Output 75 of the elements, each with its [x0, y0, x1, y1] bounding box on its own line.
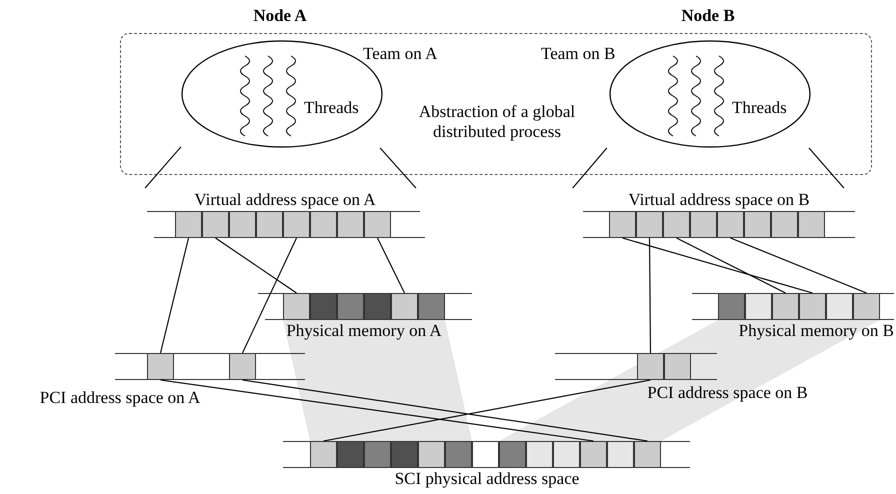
memory-page [391, 441, 418, 468]
mapping-line [622, 237, 813, 294]
memory-page [634, 441, 661, 468]
memory-page [310, 211, 337, 238]
memory-page [853, 293, 880, 320]
memory-page [283, 293, 310, 320]
address-space-label: Virtual address space on B [627, 190, 811, 210]
memory-page [826, 293, 853, 320]
memory-page [229, 353, 256, 380]
memory-page [637, 353, 664, 380]
address-space-label: Physical memory on B [738, 321, 894, 341]
mapping-line [676, 238, 786, 294]
memory-page [663, 211, 690, 238]
memory-page [744, 211, 771, 238]
mapping-line [242, 379, 648, 442]
address-space-label: Virtual address space on A [193, 190, 377, 210]
memory-page [229, 211, 256, 238]
memory-page [717, 211, 744, 238]
address-space-label: Physical memory on A [285, 321, 443, 341]
memory-page [772, 293, 799, 320]
mapping-line [323, 379, 651, 442]
memory-page [771, 211, 798, 238]
memory-page [553, 441, 580, 468]
memory-page [718, 293, 745, 320]
memory-page [472, 441, 499, 468]
memory-page [337, 441, 364, 468]
mapping-line [160, 379, 594, 442]
memory-page [337, 293, 364, 320]
projection-line [144, 146, 182, 188]
memory-page [607, 441, 634, 468]
memory-page [609, 211, 636, 238]
process-boundary [120, 33, 872, 175]
memory-page [391, 293, 418, 320]
memory-page [175, 211, 202, 238]
memory-page [798, 211, 825, 238]
memory-page [147, 353, 174, 380]
memory-page [799, 293, 826, 320]
memory-page [364, 293, 391, 320]
mapping-line [242, 238, 297, 354]
memory-page [580, 441, 607, 468]
projection-line [572, 148, 608, 188]
mapping-line [730, 238, 867, 294]
node-heading: Node B [680, 6, 736, 26]
process-caption: Abstraction of a global distributed process [418, 102, 576, 142]
mapping-line [160, 238, 190, 354]
memory-page [690, 211, 717, 238]
node-heading: Node A [252, 6, 308, 26]
memory-page [310, 441, 337, 468]
memory-page [337, 211, 364, 238]
mapping-line [377, 238, 405, 294]
memory-page [526, 441, 553, 468]
address-space-label: PCI address space on A [38, 388, 202, 408]
address-space-label: PCI address space on B [646, 383, 809, 403]
memory-page [636, 211, 663, 238]
mapping-line [648, 238, 652, 353]
memory-page [745, 293, 772, 320]
memory-page [445, 441, 472, 468]
address-space-label: SCI physical address space [394, 469, 580, 489]
projection-line [380, 148, 416, 188]
memory-page [283, 211, 310, 238]
memory-page [364, 211, 391, 238]
team-label: Team on B [541, 44, 616, 64]
team-label: Team on A [363, 44, 438, 64]
memory-page [256, 211, 283, 238]
memory-page [310, 293, 337, 320]
threads-label: Threads [732, 98, 787, 118]
memory-page [418, 293, 445, 320]
mapping-line [215, 238, 297, 294]
memory-page [418, 441, 445, 468]
memory-page [499, 441, 526, 468]
threads-label: Threads [304, 98, 359, 118]
memory-page [664, 353, 691, 380]
memory-page [364, 441, 391, 468]
memory-page [202, 211, 229, 238]
projection-line [808, 148, 844, 188]
